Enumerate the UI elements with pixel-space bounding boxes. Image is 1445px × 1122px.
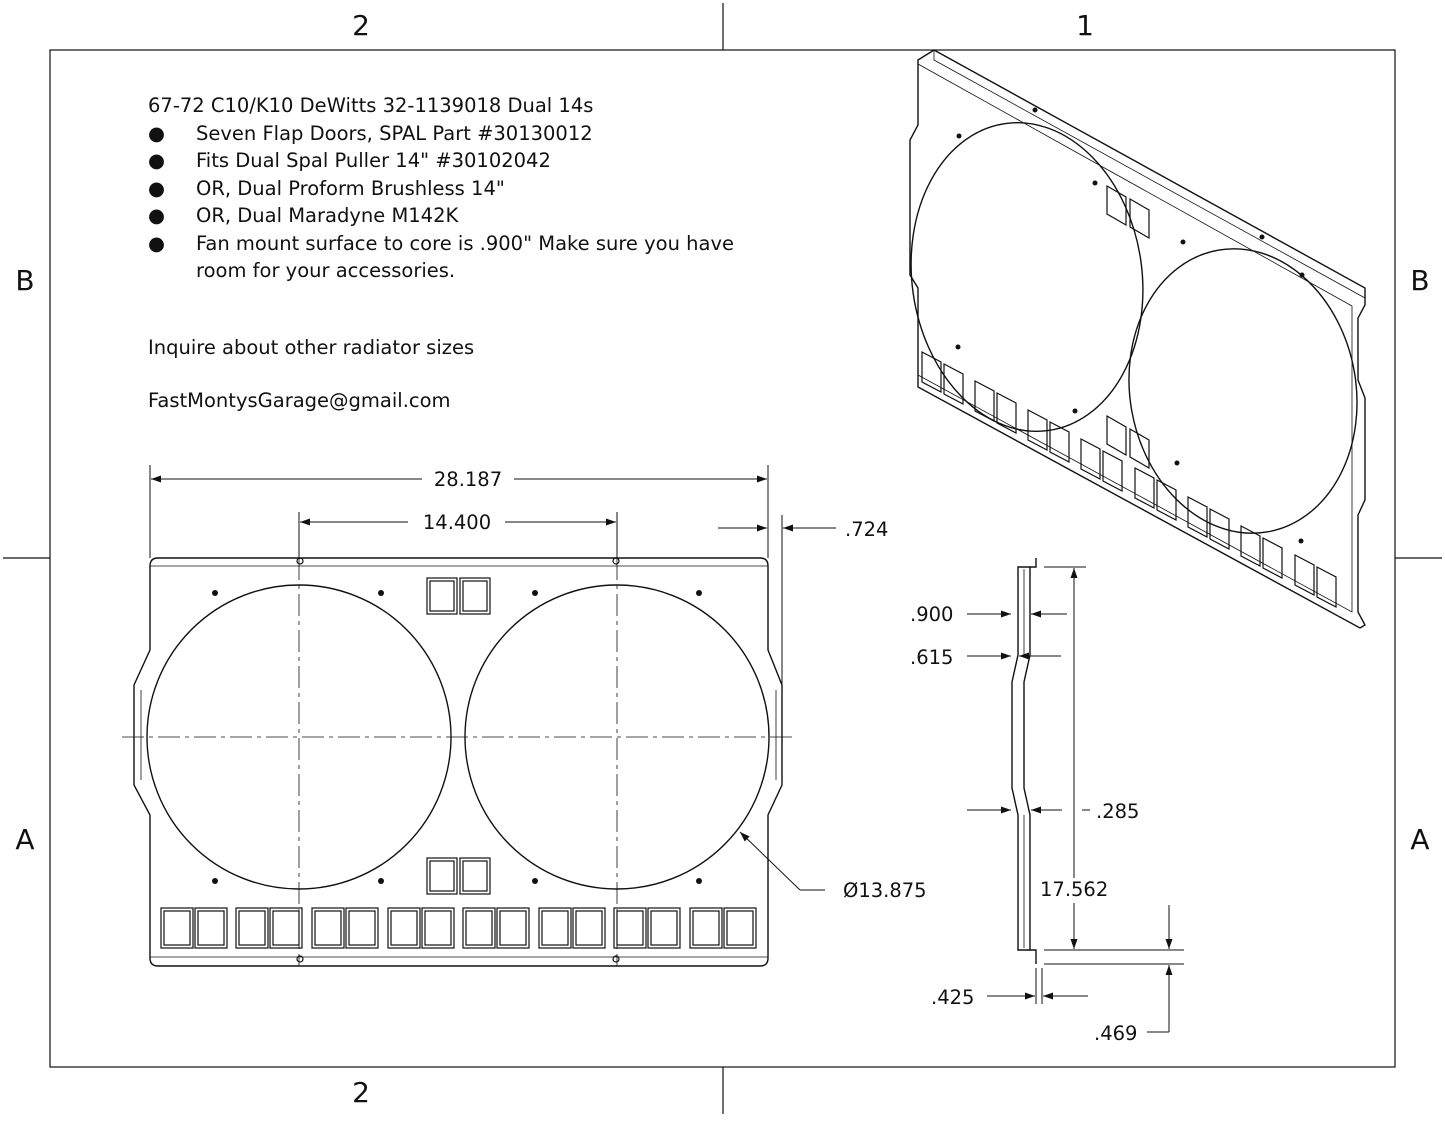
- dim-height: 17.562: [1040, 878, 1108, 901]
- dim-mount-depth: .900: [910, 603, 953, 626]
- note-text: OR, Dual Proform Brushless 14": [196, 176, 505, 200]
- note-item: ● Fan mount surface to core is .900" Make…: [148, 230, 734, 285]
- mount-holes: [212, 590, 702, 884]
- zone-top-1: 1: [1076, 9, 1094, 42]
- top-flap-doors: [426, 577, 491, 615]
- dim-overall-width: 28.187: [434, 468, 502, 491]
- zone-right-a: A: [1410, 823, 1429, 856]
- dim-bottom-thickness: .425: [931, 986, 974, 1009]
- bullet-icon: ●: [148, 176, 166, 200]
- shroud-outline: [133, 557, 783, 967]
- zone-labels: 2 1 2 B A B A: [15, 9, 1429, 1109]
- dim-step-depth: .615: [910, 646, 953, 669]
- dim-flange-offset: .724: [845, 518, 888, 541]
- centerlines: [122, 558, 796, 966]
- note-item: ● Seven Flap Doors, SPAL Part #30130012: [148, 120, 734, 148]
- isometric-view: [909, 49, 1366, 629]
- iso-flap-doors: [921, 184, 1337, 608]
- bullet-icon: ●: [148, 231, 166, 255]
- note-item: ● OR, Dual Maradyne M142K: [148, 202, 734, 230]
- dim-bottom-lip: .469: [1094, 1022, 1137, 1045]
- bullet-icon: ●: [148, 204, 166, 227]
- zone-bottom-2: 2: [352, 1076, 370, 1109]
- dim-step-offset: .285: [1096, 800, 1139, 823]
- notes-list: ● Seven Flap Doors, SPAL Part #30130012 ●…: [148, 120, 734, 285]
- front-dimensions: [149, 465, 836, 891]
- iso-fan-opening-left: [910, 121, 1144, 433]
- bullet-icon: ●: [148, 149, 166, 172]
- center-flap-doors: [426, 857, 491, 895]
- zone-left-a: A: [15, 823, 34, 856]
- front-view: [122, 557, 796, 967]
- side-dimension-labels: .900 .615 .285 17.562 .425 .469: [910, 603, 1139, 1045]
- note-item: ● OR, Dual Proform Brushless 14": [148, 175, 734, 203]
- sheet-frame: [3, 3, 1442, 1114]
- zone-left-b: B: [15, 264, 34, 297]
- edge-holes: [296, 557, 620, 963]
- side-view: [1011, 558, 1037, 964]
- side-dimensions: [967, 566, 1184, 1033]
- bottom-flap-doors: [160, 907, 757, 949]
- note-text: Fits Dual Spal Puller 14" #30102042: [196, 149, 551, 172]
- bullet-icon: ●: [148, 121, 166, 145]
- zone-top-2: 2: [352, 9, 370, 42]
- note-text: Seven Flap Doors, SPAL Part #30130012: [196, 121, 593, 145]
- note-text: OR, Dual Maradyne M142K: [196, 204, 459, 227]
- dim-fan-spacing: 14.400: [423, 511, 491, 534]
- note-item: ● Fits Dual Spal Puller 14" #30102042: [148, 147, 734, 175]
- contact-email: FastMontysGarage@gmail.com: [148, 389, 451, 412]
- inquire-note: Inquire about other radiator sizes: [148, 336, 475, 359]
- note-text-continued: room for your accessories.: [196, 259, 456, 282]
- note-text: Fan mount surface to core is .900" Make …: [196, 231, 735, 255]
- dim-fan-diameter: Ø13.875: [843, 879, 927, 902]
- zone-right-b: B: [1410, 264, 1429, 297]
- front-dimension-labels: 28.187 14.400 .724 Ø13.875: [423, 468, 927, 902]
- iso-holes: [955, 107, 1305, 544]
- iso-fan-opening-right: [1128, 248, 1358, 534]
- notes-block: 67-72 C10/K10 DeWitts 32-1139018 Dual 14…: [148, 92, 734, 285]
- drawing-title: 67-72 C10/K10 DeWitts 32-1139018 Dual 14…: [148, 94, 594, 117]
